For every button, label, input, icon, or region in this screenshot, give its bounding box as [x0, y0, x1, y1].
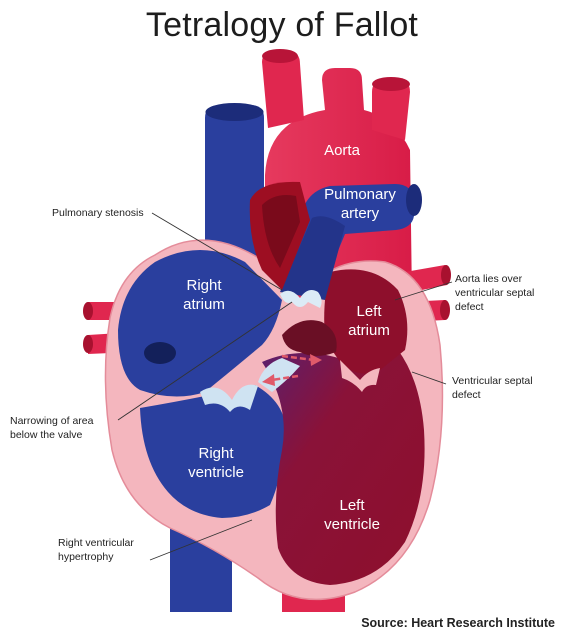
callout-aorta-over-vsd-3: defect — [455, 301, 484, 313]
coronary-sinus — [144, 342, 176, 364]
label-aorta: Aorta — [324, 142, 361, 159]
label-right-atrium-1: Right — [186, 277, 222, 294]
label-pulmonary-artery-2: artery — [341, 205, 380, 222]
callout-pulmonary-stenosis: Pulmonary stenosis — [52, 207, 144, 219]
vein-opening — [83, 335, 93, 353]
svc-opening — [206, 103, 264, 121]
pulmonary-artery-opening — [406, 184, 422, 216]
left-common-carotid — [262, 52, 304, 128]
callout-narrowing-1: Narrowing of area — [10, 415, 94, 427]
source-credit: Source: Heart Research Institute — [361, 616, 555, 630]
label-left-ventricle-1: Left — [339, 497, 365, 514]
carotid-opening — [262, 49, 298, 63]
label-left-atrium-1: Left — [356, 303, 382, 320]
callout-vsd-1: Ventricular septal — [452, 375, 533, 387]
label-pulmonary-artery-1: Pulmonary — [324, 186, 396, 203]
label-left-ventricle-2: ventricle — [324, 516, 380, 533]
callout-rv-hypertrophy-2: hypertrophy — [58, 551, 114, 563]
callout-aorta-over-vsd-2: ventricular septal — [455, 287, 534, 299]
vein-opening — [440, 300, 450, 320]
label-right-ventricle-2: ventricle — [188, 464, 244, 481]
label-right-ventricle-1: Right — [198, 445, 234, 462]
callout-aorta-over-vsd-1: Aorta lies over — [455, 273, 523, 285]
label-right-atrium-2: atrium — [183, 296, 225, 313]
vein-opening — [441, 265, 451, 285]
callout-vsd-2: defect — [452, 389, 481, 401]
label-left-atrium-2: atrium — [348, 322, 390, 339]
vein-opening — [83, 302, 93, 320]
callout-rv-hypertrophy-1: Right ventricular — [58, 537, 134, 549]
callout-narrowing-2: below the valve — [10, 429, 83, 441]
subclavian-opening — [372, 77, 410, 91]
